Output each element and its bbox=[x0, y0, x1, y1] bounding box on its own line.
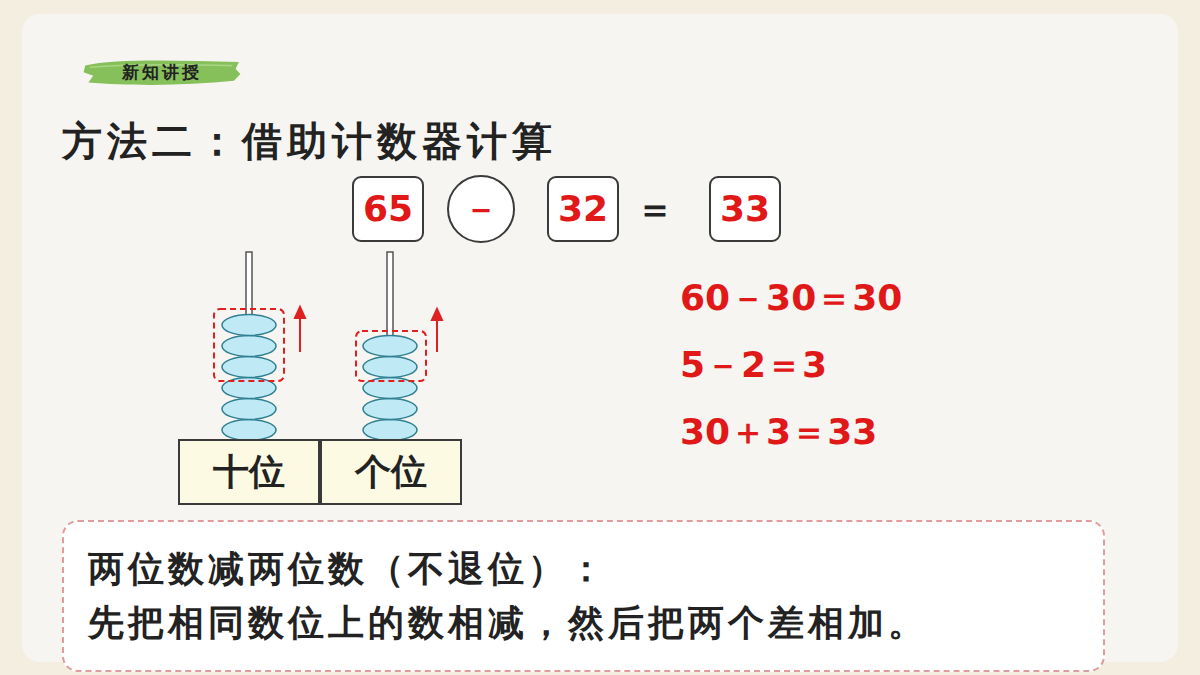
slide-title: 方法二：借助计数器计算 bbox=[62, 114, 557, 169]
place-value-label: 十位 bbox=[178, 439, 320, 505]
abacus-bead bbox=[363, 420, 417, 441]
note-body: 先把相同数位上的数相减，然后把两个差相加。 bbox=[88, 596, 1079, 650]
abacus-bead bbox=[222, 399, 276, 420]
number-box: 33 bbox=[709, 176, 781, 242]
abacus-bead bbox=[222, 336, 276, 357]
removed-beads-frame bbox=[214, 309, 284, 381]
abacus-bead bbox=[363, 357, 417, 378]
abacus-bead bbox=[363, 336, 417, 357]
place-name: 个位 bbox=[355, 452, 427, 492]
step-equation: 30＋3＝33 bbox=[680, 408, 877, 457]
abacus bbox=[214, 252, 442, 442]
brush-fill bbox=[84, 60, 241, 84]
rule-note: 两位数减两位数（不退位）：先把相同数位上的数相减，然后把两个差相加。 bbox=[62, 520, 1105, 672]
node-text: 65 bbox=[363, 189, 413, 229]
abacus-beads bbox=[222, 315, 417, 441]
abacus-bead bbox=[222, 357, 276, 378]
section-tag: 新知讲授 bbox=[82, 57, 242, 88]
place-value-label: 个位 bbox=[320, 439, 462, 505]
step-equation: 5－2＝3 bbox=[680, 341, 827, 390]
number-box: 32 bbox=[547, 176, 619, 242]
node-text: － bbox=[463, 189, 499, 229]
abacus-bead bbox=[363, 399, 417, 420]
node-text: 32 bbox=[558, 189, 608, 229]
abacus-bead bbox=[222, 315, 276, 336]
equals-sign: ＝ bbox=[636, 184, 674, 235]
tag-text: 新知讲授 bbox=[122, 63, 202, 82]
up-arrows bbox=[295, 307, 442, 352]
removed-beads-frame bbox=[356, 331, 426, 381]
note-heading: 两位数减两位数（不退位）： bbox=[88, 542, 1079, 596]
operator-circle: － bbox=[447, 175, 515, 243]
node-text: 33 bbox=[720, 189, 770, 229]
abacus-bead bbox=[222, 420, 276, 441]
place-name: 十位 bbox=[213, 452, 285, 492]
number-box: 65 bbox=[352, 176, 424, 242]
step-equation: 60－30＝30 bbox=[680, 274, 902, 323]
